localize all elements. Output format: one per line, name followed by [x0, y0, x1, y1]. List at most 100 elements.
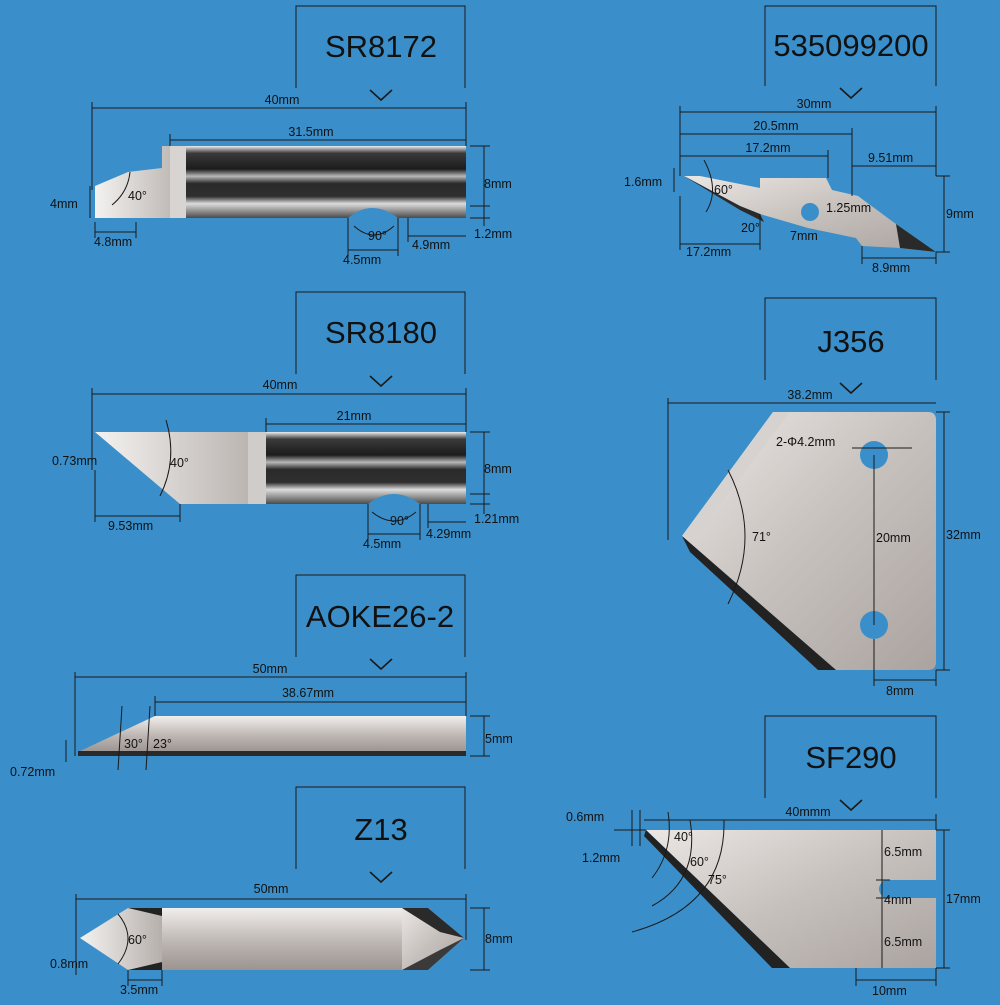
blade-edge [644, 830, 790, 968]
blade-j356: J356 38.2mm 2-Φ4.2mm 20mm 71° 32mm 8mm [667, 297, 981, 698]
dim-shank-length: 21mm [337, 409, 372, 423]
dim-angle-2: 20° [741, 221, 760, 235]
dim-middle: 7mm [790, 229, 818, 243]
dim-tip-2: 1.2mm [582, 851, 620, 865]
dim-total-length: 40mm [265, 93, 300, 107]
blade-body [162, 908, 402, 970]
blade-edge [682, 536, 836, 670]
dim-height-3: 6.5mm [884, 935, 922, 949]
blade-title: AOKE26-2 [306, 599, 454, 634]
blade-shank [266, 432, 466, 504]
dim-notch-depth: 1.21mm [474, 512, 519, 526]
chevron-down-icon [839, 87, 863, 100]
dim-length-3: 9.51mm [868, 151, 913, 165]
dim-height: 8mm [485, 932, 513, 946]
blade-535099200: 535099200 30mm 20.5mm 17.2mm 9.51mm 1.6m… [624, 5, 974, 275]
blade-aoke26-2: AOKE26-2 50mm 38.67mm 5mm 0.72mm 30° 23° [10, 574, 513, 779]
angle-arc [111, 171, 131, 206]
blade-shank [186, 146, 466, 218]
blade-title: Z13 [354, 812, 407, 847]
blade-title: SR8172 [325, 29, 437, 64]
dim-angle-2: 60° [690, 855, 709, 869]
dim-notch-offset: 4.29mm [426, 527, 471, 541]
dim-angle-3: 75° [708, 873, 727, 887]
blade-title: SR8180 [325, 315, 437, 350]
blade-sr8180: SR8180 40mm 21mm 0.73mm 40° 8mm 1.21mm 9… [52, 291, 519, 551]
title-frame [764, 715, 937, 798]
dim-length-2: 17.2mm [745, 141, 790, 155]
dim-length-1: 20.5mm [753, 119, 798, 133]
blade-hole [801, 203, 819, 221]
dim-notch-angle: 90° [390, 514, 409, 528]
dim-tip-1: 0.6mm [566, 810, 604, 824]
dim-angle-2: 23° [153, 737, 172, 751]
blade-sr8172: SR8172 40mm 31.5mm 4mm 8mm 1.2mm 40° 4.8… [50, 5, 512, 267]
dim-tip-angle: 60° [128, 933, 147, 947]
chevron-down-icon [369, 658, 393, 671]
dim-height-2: 4mm [884, 893, 912, 907]
title-frame [295, 786, 466, 869]
dim-height: 32mm [946, 528, 981, 542]
dim-flat-length: 38.67mm [282, 686, 334, 700]
shank-notch [368, 494, 420, 504]
dim-height: 9mm [946, 207, 974, 221]
title-frame [295, 5, 466, 88]
dim-bottom: 10mm [872, 984, 907, 998]
dim-height: 5mm [485, 732, 513, 746]
blade-tip-left [80, 908, 162, 970]
dim-notch-angle: 90° [368, 229, 387, 243]
chevron-down-icon [839, 799, 863, 812]
dim-angle-1: 60° [714, 183, 733, 197]
dim-notch-depth: 1.2mm [474, 227, 512, 241]
dim-shank-length: 31.5mm [288, 125, 333, 139]
blade-title: SF290 [805, 740, 896, 775]
dim-width: 38.2mm [787, 388, 832, 402]
dim-angle-1: 30° [124, 737, 143, 751]
dim-height: 17mm [946, 892, 981, 906]
blade-edge [78, 751, 466, 756]
dim-height: 8mm [484, 462, 512, 476]
dim-width: 40mmm [785, 805, 830, 819]
chevron-down-icon [369, 89, 393, 102]
chevron-down-icon [369, 375, 393, 388]
dim-hole: 1.25mm [826, 201, 871, 215]
blade-title: 535099200 [773, 28, 928, 63]
dim-total-length: 50mm [253, 662, 288, 676]
chevron-down-icon [369, 871, 393, 884]
dim-hole-gap: 20mm [876, 531, 911, 545]
shank-notch [348, 208, 398, 218]
blade-body [78, 716, 466, 752]
chevron-down-icon [839, 382, 863, 395]
dim-notch-width: 4.5mm [363, 537, 401, 551]
dim-tip-length: 4.8mm [94, 235, 132, 249]
title-frame [764, 5, 937, 86]
blade-tip [95, 432, 262, 504]
blade-sf290: SF290 40mmm 0.6mm 1.2mm 40° 60° 75° 6.5m… [566, 715, 981, 998]
blade-title: J356 [817, 324, 884, 359]
title-frame [295, 574, 466, 657]
dim-notch-offset: 4.9mm [412, 238, 450, 252]
dim-bottom-length: 17.2mm [686, 245, 731, 259]
dim-angle-1: 40° [674, 830, 693, 844]
blade-body [646, 830, 936, 968]
blade-body [682, 412, 936, 670]
dim-tip-angle: 40° [170, 456, 189, 470]
dim-holes: 2-Φ4.2mm [776, 435, 835, 449]
dim-tip-height: 4mm [50, 197, 78, 211]
dim-tip-length: 9.53mm [108, 519, 153, 533]
blade-z13: Z13 50mm 8mm 60° 0.8mm 3.5mm [50, 786, 513, 997]
dim-tip-length: 3.5mm [120, 983, 158, 997]
dim-tip-height: 0.72mm [10, 765, 55, 779]
dim-tip-height: 0.8mm [50, 957, 88, 971]
dim-angle: 71° [752, 530, 771, 544]
dim-total-length: 40mm [263, 378, 298, 392]
dim-tip-height: 1.6mm [624, 175, 662, 189]
dim-height-1: 6.5mm [884, 845, 922, 859]
dim-height: 8mm [484, 177, 512, 191]
dim-total-length: 50mm [254, 882, 289, 896]
dim-total-length: 30mm [797, 97, 832, 111]
title-frame [295, 291, 466, 374]
dim-edge: 8mm [886, 684, 914, 698]
